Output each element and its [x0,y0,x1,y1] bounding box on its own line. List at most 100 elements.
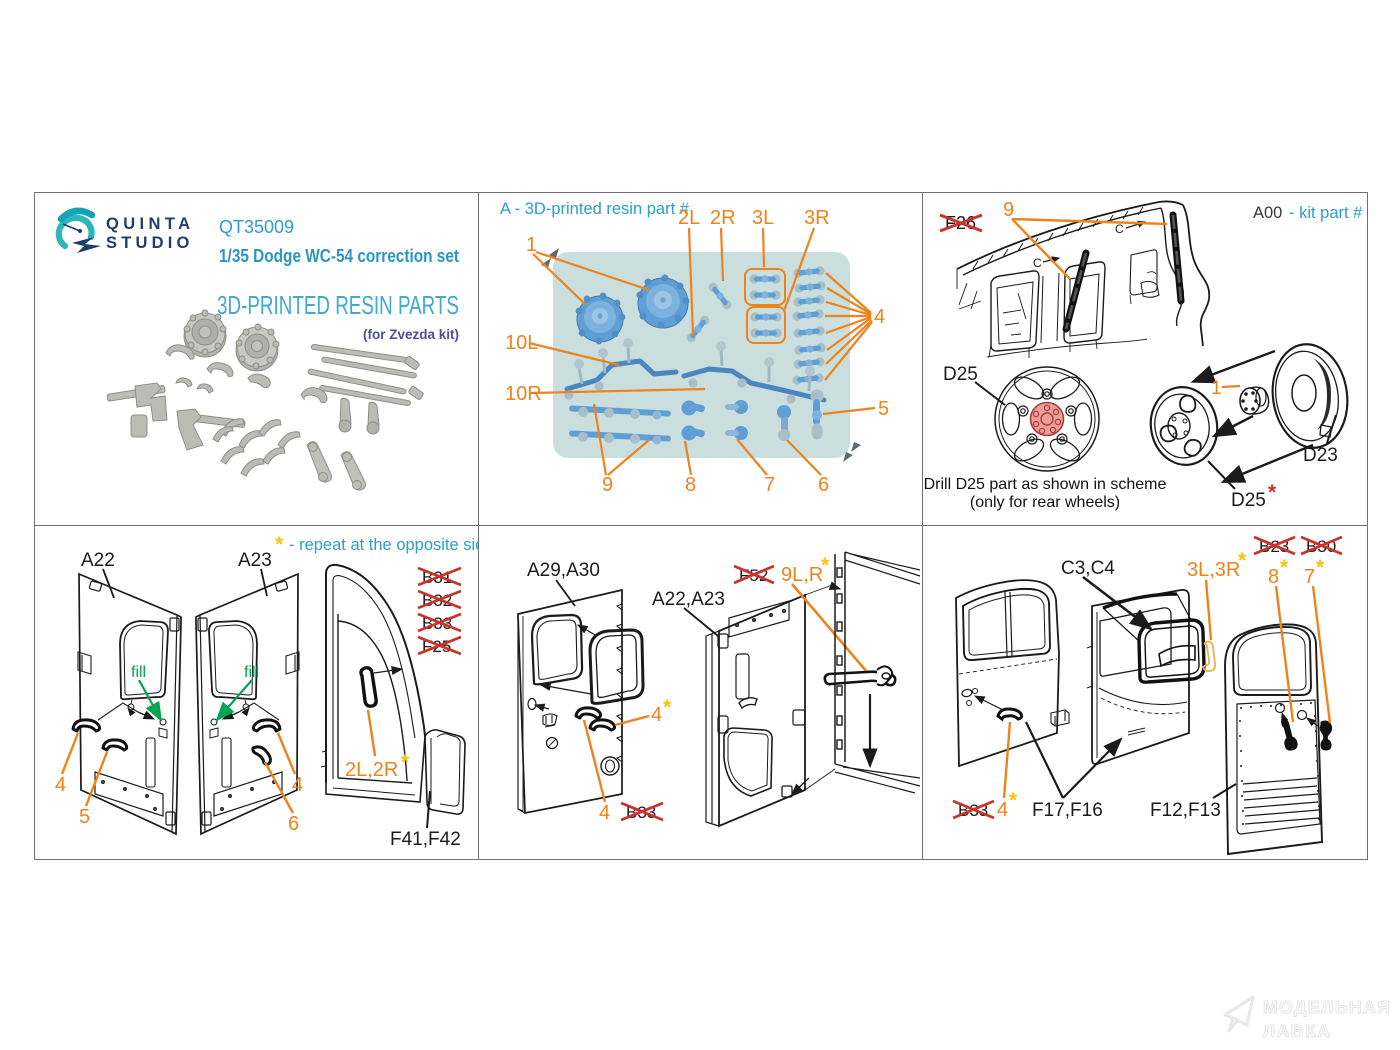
resin-clip-b [196,383,214,394]
callout-4-front-text: 4 [997,799,1008,821]
handle-part-4-right [251,718,282,733]
door-frame-f41-drawing [320,563,466,815]
handle-2l2r-text: 2L,2R [345,759,398,781]
crank-8-text: 8 [1268,566,1279,588]
resin-pins [338,397,380,435]
wheel-face-leader [1207,460,1236,490]
callout-4-right: 4 [292,774,303,796]
crank-7-text: 7 [1304,566,1315,588]
rear-door-handles [71,718,282,766]
callout-6: 6 [818,474,829,496]
crossed-b30-group: B30 [1300,535,1343,556]
callout-8: 8 [685,474,696,496]
header-panel-canvas: QUINTA STUDIO QT35009 1/35 Dodge WC-54 c… [55,207,459,491]
resin-lever-1 [106,382,168,438]
seal-callout-line [1204,579,1213,641]
regulator-leaders [1025,721,1123,799]
wheel-face-d25-text: D25 [1231,490,1266,511]
door-frame-drawing [791,551,921,795]
inner-panel-leader [1212,783,1237,799]
callout-4s-text: 4 [651,704,662,726]
resin-handle-a [165,344,195,360]
part-8-pieces [681,400,705,441]
fill-leader-right [215,679,253,722]
handle-2l2r-star: * [401,751,410,774]
mid-handles [574,706,617,732]
handle-4-lower [588,718,617,732]
cab-marker-c2: C [1115,222,1124,236]
handle-2l2r-callout-line [366,709,377,757]
callout-4s-line [614,714,650,727]
grid-divider-horizontal [35,525,1367,526]
part-10r-rail [681,366,827,403]
latch-part-9lr [823,665,897,687]
seal-label-star: * [1238,549,1247,572]
callout-4-left: 4 [55,774,66,796]
callout-4: 4 [874,306,885,328]
resin-hook [247,373,271,389]
crossed-b33-front-group: B33 [952,799,995,820]
grid-divider-vertical-2 [922,193,923,859]
panel-rear-doors: * - repeat at the opposite side [35,526,479,859]
crossed-b33-front-x [952,799,995,820]
front-door-inner-drawing [1224,623,1323,856]
latch-label-star: * [821,554,830,577]
part-3r-b [750,328,782,338]
panel-a29-label: A29,A30 [527,560,600,581]
quinta-studio-logo [55,207,101,253]
crossed-b23-x [1253,535,1296,556]
cab-channel-strips [1062,211,1185,333]
cab-callout-9: 9 [1003,199,1014,221]
frame-c3c4-label: C3,C4 [1061,558,1115,579]
part-6-piece [777,405,791,441]
callout-6: 6 [288,813,299,835]
part-7-pieces [725,400,748,440]
product-subtitle: 3D-PRINTED RESIN PARTS [217,290,459,320]
panel-mid-doors: A29,A30 4 * 4 B33 [479,526,923,859]
door-a22a23-label: A22,A23 [652,589,725,610]
callout-5: 5 [878,398,889,420]
sprue-legend: A - 3D-printed resin part # [500,200,690,218]
part-3r-box [746,306,786,344]
part-10r-pins [688,341,815,404]
latch-label-group: 9L,R * [781,554,868,673]
hubcap-callout-line [1221,384,1241,389]
crank-7-line [1311,585,1332,724]
part-10l-rail [564,358,679,392]
wheel-face-label: D25 * [1207,460,1277,511]
fill-label-left: fill [131,664,146,681]
cab-drawing [956,200,1211,358]
wheel-d25-hub [1029,401,1065,437]
rear-door-callout-labels: 4 5 4 6 [55,774,303,835]
watermark-plane-icon [1223,995,1255,1033]
logo-needle [62,223,81,232]
crank-part-7 [1319,720,1333,751]
part-10l-pins [564,338,633,400]
door-a22-drawing [77,572,182,836]
wheel-d25-leader [974,381,1006,406]
part-3r-a [750,312,782,322]
rear-door-callout-lines [60,732,297,814]
door-a22-label: A22 [81,550,115,571]
latch-callout-line [791,583,868,673]
fill-leader-left [138,679,163,722]
part-3l-b [749,290,781,300]
grid-divider-vertical-1 [478,193,479,859]
cab-roof-hatch [972,206,1144,270]
cab-panel-canvas: F26 A00 - kit part # [924,199,1364,511]
watermark-text: МОДЕЛЬНАЯ ЛАВКА [1263,997,1391,1042]
cab-legend-note: - kit part # [1289,204,1363,222]
drum-d23-label: D23 [1303,445,1338,466]
product-title: 1/35 Dodge WC-54 correction set [219,246,459,266]
brand-name-line1: QUINTA [106,215,194,233]
resin-hinge-straps [306,441,366,491]
door-a22a23-leader [683,607,719,637]
crank-7-label-group: 7 * [1304,556,1332,724]
callout-4s-star: * [663,696,672,719]
crossed-b33-mid: B33 [620,801,664,822]
sprue-parts [564,265,827,445]
sprue-callout-labels: 1 2L 2R 3L 3R 4 10L 10R 5 9 8 7 6 [505,207,889,496]
callout-4-star-group: 4 * [614,696,672,727]
watermark: МОДЕЛЬНАЯ ЛАВКА [1223,995,1391,1042]
callout-4-plain: 4 [599,802,610,824]
